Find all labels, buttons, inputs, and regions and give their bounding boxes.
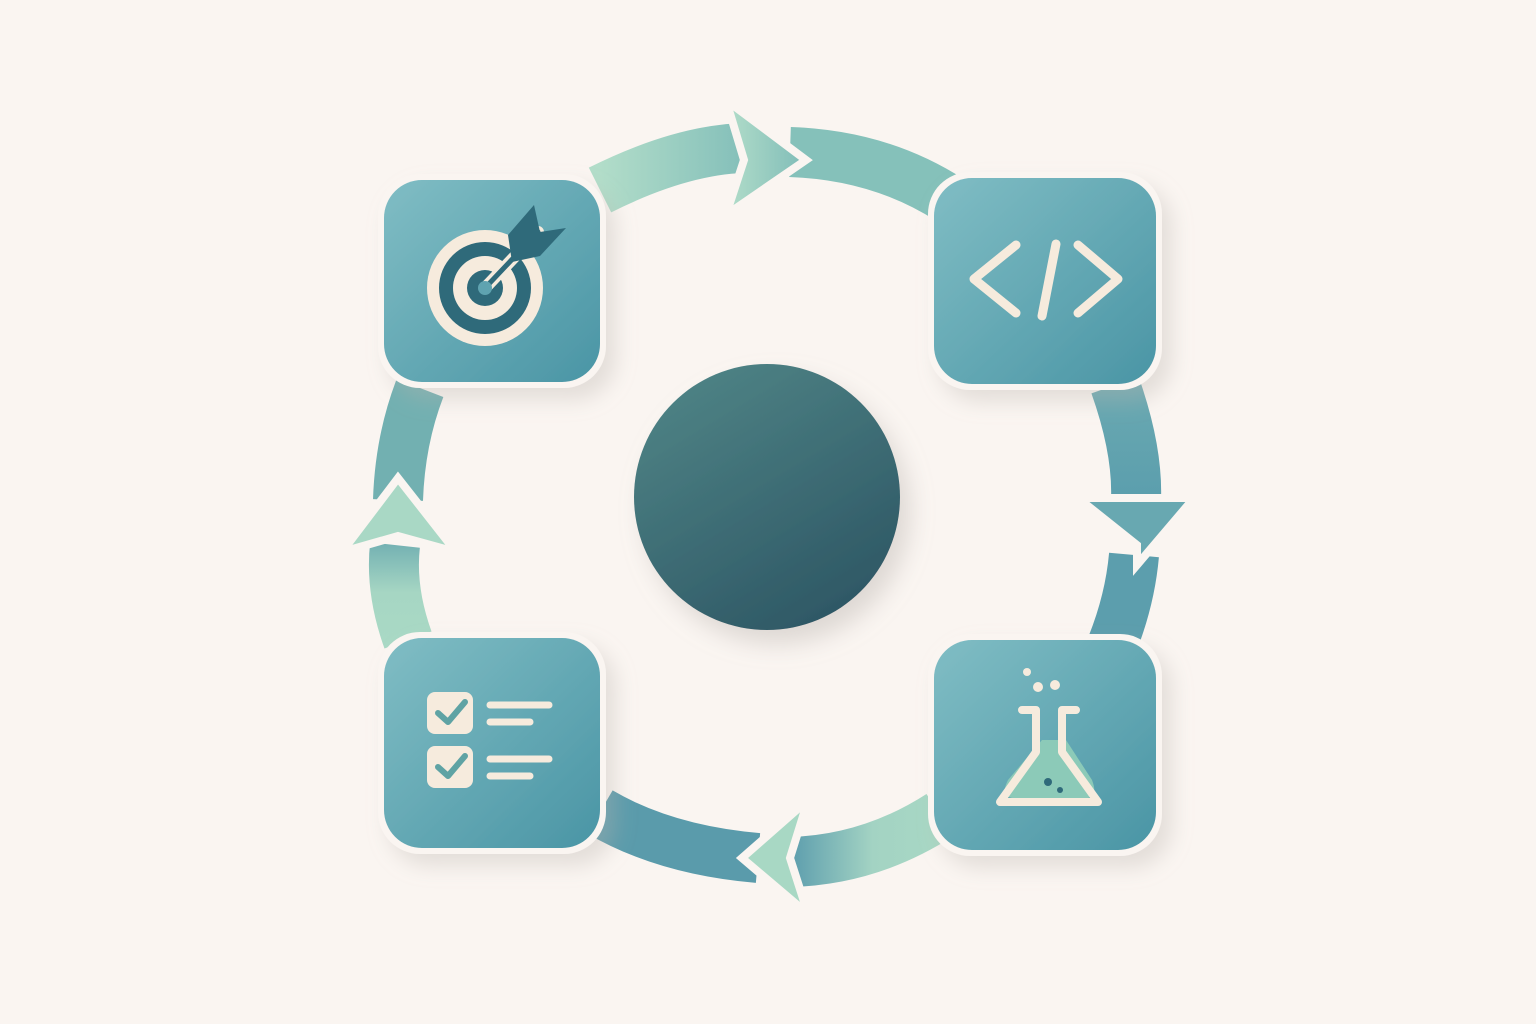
checklist-icon (427, 692, 553, 788)
center-circle (634, 364, 900, 630)
arrow-plan-to-build (585, 89, 969, 226)
flask-icon (996, 668, 1102, 806)
code-icon (969, 239, 1123, 321)
arrow-build-to-test (1066, 373, 1203, 658)
arrow-test-to-review (583, 783, 958, 927)
arrow-review-to-plan (331, 376, 467, 652)
target-icon (427, 205, 566, 346)
node-review (378, 632, 606, 854)
